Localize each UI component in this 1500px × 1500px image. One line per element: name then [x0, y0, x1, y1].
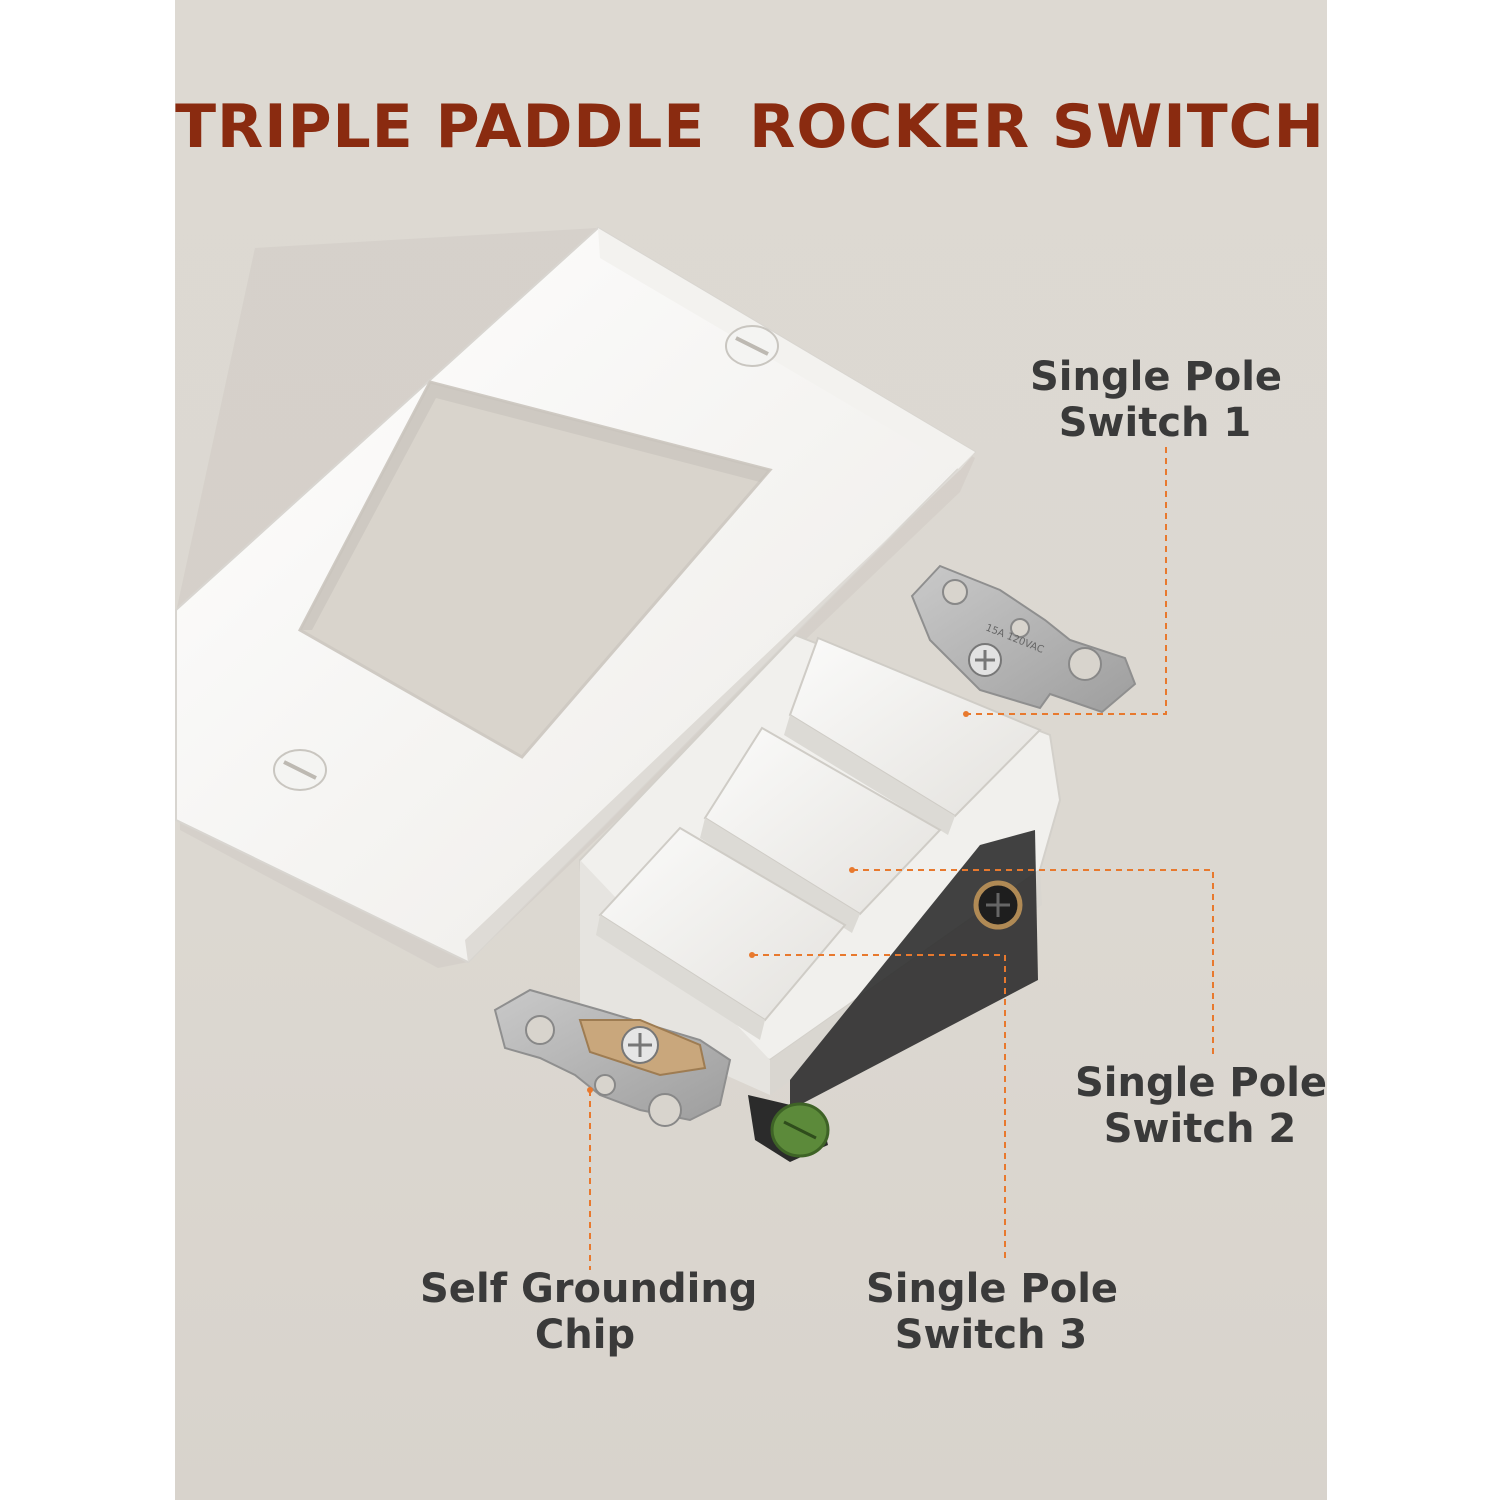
plate-screw-top-icon — [725, 325, 779, 367]
label-switch-3: Single Pole Switch 3 — [866, 1266, 1119, 1358]
leader-endpoints — [587, 711, 969, 1093]
leader-switch-2 — [852, 869, 1214, 1058]
label-switch-2: Single Pole Switch 2 — [1075, 1060, 1328, 1152]
label-grounding-chip: Self Grounding Chip — [420, 1266, 758, 1358]
label-switch-3-line2: Switch 3 — [894, 1312, 1088, 1358]
label-switch-2-line1: Single Pole — [1075, 1060, 1328, 1106]
side-terminal-screw-icon — [973, 880, 1023, 930]
green-ground-screw-icon — [748, 1095, 830, 1162]
leader-lines — [589, 447, 1214, 1270]
label-switch-2-line2: Switch 2 — [1103, 1106, 1297, 1152]
paddle-switch-1 — [784, 636, 1042, 835]
paddle-switch-2 — [700, 726, 942, 933]
label-grounding-line2: Chip — [534, 1312, 636, 1358]
label-switch-1-line1: Single Pole — [1030, 354, 1283, 400]
leader-switch-1 — [966, 447, 1167, 715]
bottom-mounting-strap — [493, 988, 732, 1127]
paddle-switch-3 — [596, 826, 847, 1040]
wall-plate — [175, 226, 977, 968]
top-mounting-strap: 15A 120VAC — [910, 564, 1137, 714]
leader-switch-3 — [752, 954, 1006, 1262]
label-switch-1: Single Pole Switch 1 — [1030, 354, 1283, 446]
plate-screw-bottom-icon — [273, 749, 327, 791]
page-title: TRIPLE PADDLE ROCKER SWITCH — [175, 92, 1325, 162]
label-switch-3-line1: Single Pole — [866, 1266, 1119, 1312]
label-grounding-line1: Self Grounding — [420, 1266, 758, 1312]
label-switch-1-line2: Switch 1 — [1058, 400, 1252, 446]
